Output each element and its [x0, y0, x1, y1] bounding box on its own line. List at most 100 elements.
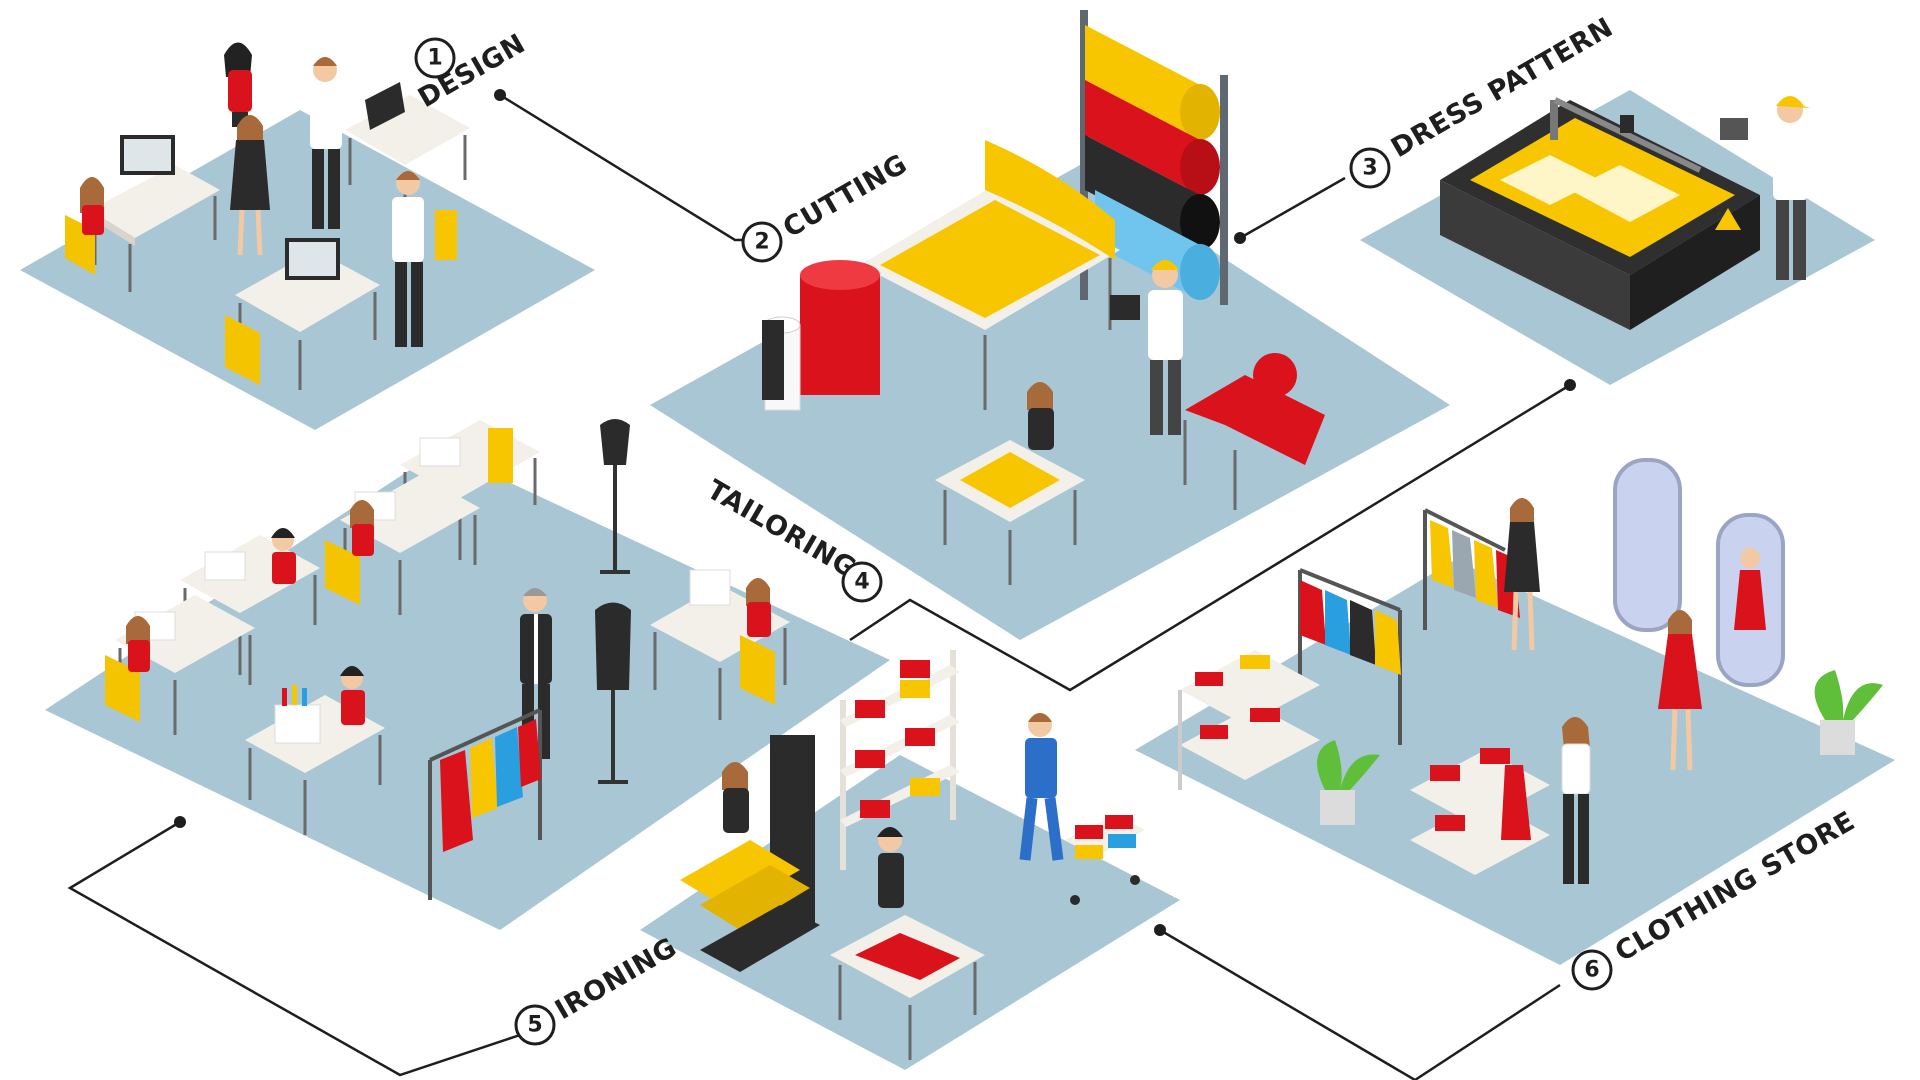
flow-connectors — [67, 89, 1576, 1080]
step-number: 4 — [854, 570, 869, 595]
sewing-desk — [180, 528, 320, 675]
connector-node — [1564, 379, 1576, 391]
designer-man-figure — [392, 171, 457, 347]
chair-icon — [225, 315, 260, 385]
ironing-press — [680, 735, 820, 972]
sewing-machine-icon — [419, 437, 461, 467]
stage-title: IRONING — [550, 932, 682, 1026]
connector-cutting-pattern — [1239, 176, 1346, 240]
display-shelf — [1178, 650, 1320, 790]
cutting-area — [762, 10, 1325, 585]
mannequin-icon — [595, 602, 631, 784]
fabric-cutting-table — [860, 140, 1140, 410]
red-fabric-stand — [1183, 353, 1325, 510]
designer-woman-figure — [224, 42, 252, 127]
potted-plant-icon — [1814, 670, 1883, 755]
designer-man-figure — [310, 57, 342, 229]
floor-clothing-store — [1135, 560, 1895, 965]
step-badge — [741, 221, 783, 263]
stage-label-ironing: 5 IRONING — [514, 932, 682, 1046]
designer-woman-figure — [230, 115, 270, 256]
dress-icon — [1501, 765, 1531, 840]
embroidery-desk — [650, 569, 790, 720]
stage-label-design: 1 DESIGN — [413, 28, 531, 114]
connector-tailoring-ironing — [67, 820, 521, 1077]
fabric-roll-icon — [1085, 135, 1220, 250]
shirt-icon — [1300, 580, 1326, 645]
loose-fabric-rolls — [762, 260, 880, 411]
sewing-desk — [325, 475, 480, 615]
fabric-roll-icon — [1085, 25, 1220, 140]
cutting-control-panel — [1110, 295, 1140, 320]
shopper-woman-figure — [1504, 498, 1540, 651]
floor-ironing — [640, 755, 1180, 1070]
3d-printer-icon — [689, 569, 731, 606]
clothing-rack — [428, 708, 542, 900]
shirt-icon — [1325, 590, 1351, 655]
step-number: 2 — [754, 230, 769, 255]
step-badge — [514, 1004, 556, 1046]
connector-ironing-store — [1159, 928, 1561, 1080]
step-badge — [841, 561, 883, 603]
step-number: 6 — [1584, 958, 1599, 983]
overlock-desk — [245, 666, 385, 835]
cutting-worksurface — [935, 382, 1085, 585]
laptop-icon — [365, 82, 405, 130]
control-screen-icon — [1720, 118, 1748, 140]
shopper-woman-red-dress — [1658, 610, 1702, 771]
garment-shelf — [840, 650, 960, 870]
sewing-desk — [105, 595, 255, 735]
step-badge — [414, 37, 456, 79]
connector-design-cutting — [499, 93, 760, 242]
pattern-operator-man — [1773, 96, 1810, 280]
connector-node — [1234, 232, 1246, 244]
fabric-roll-icon — [1085, 80, 1220, 195]
step-number: 5 — [527, 1013, 542, 1038]
design-desk — [235, 250, 380, 332]
cart-worker-man — [1019, 713, 1145, 905]
dress-icon — [495, 727, 523, 807]
tailoring-area — [105, 419, 790, 900]
shirt-icon — [1375, 610, 1401, 675]
floor-tailoring — [45, 450, 890, 930]
dress-icon — [470, 738, 498, 818]
connector-node — [1154, 924, 1166, 936]
folding-table — [830, 827, 985, 1060]
design-desk — [90, 165, 220, 238]
sewing-desk — [400, 420, 540, 560]
mirror-icon — [1613, 458, 1785, 687]
dress-pattern-area — [1440, 96, 1810, 330]
cutting-worker-man — [1148, 260, 1183, 435]
sewing-machine-icon — [204, 551, 246, 581]
clothing-store-area — [1178, 458, 1883, 884]
clothing-rack — [1298, 568, 1402, 745]
stage-label-cutting: 2 CUTTING — [741, 148, 913, 263]
dress-icon — [518, 719, 541, 787]
store-assistant-woman — [1561, 717, 1591, 884]
step-number: 3 — [1362, 156, 1377, 181]
connector-node — [494, 89, 506, 101]
dress-icon — [1430, 520, 1454, 588]
dress-icon — [1474, 540, 1498, 608]
shirt-icon — [1350, 600, 1376, 665]
chair-icon — [325, 540, 360, 605]
mannequin-icon — [600, 419, 630, 574]
design-area — [65, 42, 470, 390]
dress-icon — [1452, 530, 1476, 598]
potted-plant-icon — [1317, 740, 1380, 825]
warning-sign-icon — [1715, 208, 1741, 230]
connector-pattern-store — [849, 383, 1571, 692]
display-shelf — [1410, 748, 1550, 875]
overlock-machine-icon — [274, 704, 321, 744]
design-desk — [345, 95, 470, 165]
ironing-area — [680, 650, 1145, 1060]
stage-title: CUTTING — [778, 148, 913, 244]
chair-icon — [740, 635, 775, 705]
step-number: 1 — [427, 46, 442, 71]
dress-icon — [440, 750, 473, 852]
plotter-machine — [1440, 97, 1760, 330]
tailor-man-figure — [520, 588, 552, 759]
fabric-swatch-icon — [435, 210, 457, 260]
step-badge — [1349, 147, 1391, 189]
